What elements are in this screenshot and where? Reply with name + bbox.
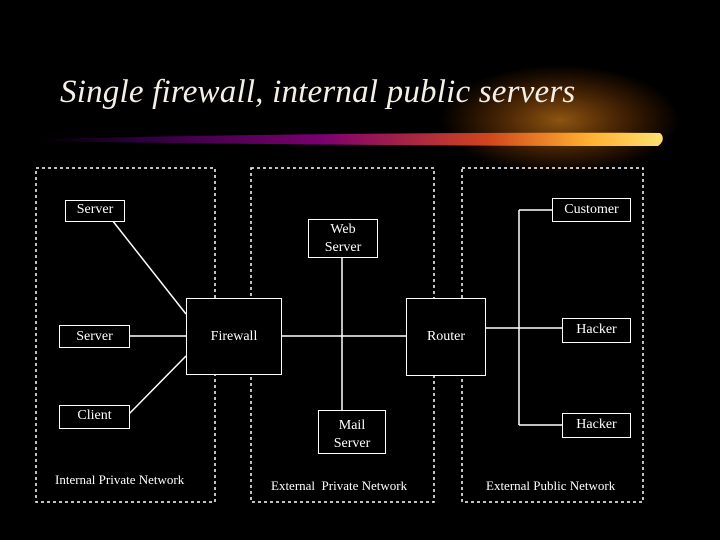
web-server-label-line2: Server [324, 240, 362, 255]
server-node: Server [65, 200, 125, 222]
server-label: Server [76, 329, 113, 344]
hacker-label: Hacker [576, 322, 617, 337]
slide-title: Single firewall, internal public servers [60, 74, 576, 110]
link-server-top-firewall [111, 219, 187, 315]
mail-server-node: Mail Server [318, 410, 386, 454]
mail-server-label-line1: Mail [338, 418, 366, 433]
internal-private-zone [35, 167, 216, 503]
web-server-node: Web Server [308, 219, 378, 258]
customer-node: Customer [552, 198, 631, 222]
external-public-zone [461, 167, 644, 503]
hacker-node: Hacker [562, 318, 631, 343]
mail-server-label-line2: Server [333, 436, 371, 451]
client-node: Client [59, 405, 130, 429]
server-node: Server [59, 325, 130, 348]
web-server-label-line1: Web [330, 222, 356, 237]
server-label: Server [76, 202, 114, 217]
customer-label: Customer [564, 202, 619, 217]
hacker-label: Hacker [576, 417, 617, 432]
firewall-node: Firewall [186, 298, 282, 375]
client-label: Client [77, 408, 112, 423]
zone-label-external-public: External Public Network [486, 478, 616, 493]
hacker-node: Hacker [562, 413, 631, 438]
zone-label-internal-private: Internal Private Network [55, 472, 185, 487]
router-label: Router [426, 329, 466, 344]
zone-label-external-private: External Private Network [271, 478, 408, 493]
link-client-firewall [127, 355, 187, 416]
router-node: Router [406, 298, 486, 376]
firewall-label: Firewall [210, 329, 258, 344]
